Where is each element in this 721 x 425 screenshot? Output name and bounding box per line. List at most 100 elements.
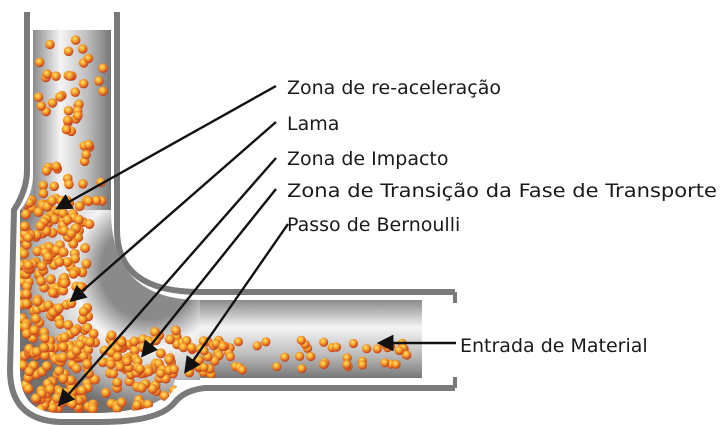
particle bbox=[36, 101, 46, 111]
particle bbox=[295, 351, 305, 361]
particle bbox=[47, 195, 58, 206]
particle bbox=[77, 385, 88, 396]
particle bbox=[35, 404, 46, 413]
particle bbox=[132, 400, 143, 411]
particle bbox=[42, 69, 52, 79]
particle bbox=[78, 78, 89, 89]
particle bbox=[51, 71, 61, 81]
particle bbox=[32, 246, 43, 257]
arrow-reacceleration bbox=[55, 84, 277, 210]
particle bbox=[261, 337, 271, 347]
particle bbox=[83, 53, 94, 64]
particle bbox=[115, 361, 125, 372]
particle bbox=[77, 44, 88, 54]
particle bbox=[85, 336, 95, 347]
particle bbox=[36, 276, 47, 287]
particle bbox=[81, 258, 92, 269]
particle bbox=[143, 399, 154, 410]
particle bbox=[23, 260, 34, 271]
particle bbox=[372, 344, 382, 354]
particle bbox=[155, 348, 166, 359]
particle bbox=[164, 354, 174, 365]
particle bbox=[63, 115, 73, 126]
particle bbox=[70, 35, 81, 45]
particle bbox=[20, 209, 31, 220]
particle bbox=[23, 383, 34, 394]
particle bbox=[58, 342, 69, 352]
particle bbox=[331, 342, 342, 352]
particle bbox=[83, 196, 94, 207]
particle bbox=[122, 356, 132, 367]
particle bbox=[306, 351, 316, 362]
particle bbox=[70, 87, 80, 97]
particle bbox=[62, 257, 73, 268]
particle bbox=[74, 201, 85, 212]
label-material-inlet: Entrada de Material bbox=[460, 335, 648, 357]
particle bbox=[402, 350, 412, 360]
particle bbox=[94, 76, 104, 86]
particle bbox=[47, 287, 58, 298]
particle bbox=[45, 39, 55, 50]
particle bbox=[66, 298, 77, 309]
particle bbox=[319, 337, 329, 347]
particle bbox=[55, 92, 65, 102]
particle bbox=[23, 232, 34, 243]
particle bbox=[143, 366, 154, 377]
particle bbox=[58, 247, 69, 258]
particle bbox=[297, 364, 307, 374]
particle bbox=[391, 359, 401, 369]
material-particles bbox=[20, 35, 412, 413]
label-lama: Lama bbox=[287, 113, 339, 135]
particle bbox=[49, 214, 60, 225]
particle bbox=[169, 364, 179, 375]
particle bbox=[38, 180, 49, 191]
particle bbox=[64, 179, 74, 190]
particle bbox=[21, 328, 32, 339]
particle bbox=[129, 345, 140, 356]
arrow-transition bbox=[140, 188, 277, 358]
particle bbox=[47, 403, 58, 413]
particle bbox=[58, 285, 69, 296]
arrow-impact bbox=[57, 157, 277, 407]
particle bbox=[63, 319, 74, 330]
particle bbox=[51, 161, 62, 172]
particle bbox=[237, 365, 247, 375]
particle bbox=[58, 352, 68, 363]
particle bbox=[319, 359, 329, 370]
particle bbox=[73, 110, 83, 121]
particle bbox=[88, 328, 99, 339]
particle bbox=[135, 364, 145, 374]
particle bbox=[112, 352, 123, 362]
arrow-bernoulli bbox=[184, 223, 289, 374]
particle bbox=[21, 289, 32, 299]
particle bbox=[150, 327, 160, 337]
particle bbox=[20, 221, 30, 232]
particle bbox=[164, 334, 175, 345]
particle bbox=[78, 179, 88, 189]
particle bbox=[37, 261, 48, 272]
label-reacceleration: Zona de re-aceleração bbox=[287, 77, 501, 99]
particle bbox=[45, 384, 56, 395]
particle bbox=[169, 385, 179, 396]
particle bbox=[100, 387, 111, 398]
particle bbox=[73, 214, 84, 225]
particle bbox=[357, 360, 367, 370]
particle bbox=[45, 274, 56, 285]
particle bbox=[59, 332, 70, 343]
particle bbox=[280, 352, 290, 362]
particle bbox=[108, 368, 119, 379]
particle bbox=[136, 382, 147, 393]
particle bbox=[380, 358, 390, 368]
particle bbox=[71, 363, 82, 374]
particle bbox=[49, 181, 59, 192]
pipe-walls bbox=[6, 12, 457, 425]
particle bbox=[63, 105, 74, 116]
particle bbox=[20, 248, 29, 259]
particle bbox=[41, 361, 52, 372]
particle bbox=[116, 337, 127, 348]
particle bbox=[272, 362, 282, 372]
particle bbox=[58, 373, 69, 384]
particle bbox=[116, 397, 127, 408]
particle bbox=[68, 268, 79, 279]
